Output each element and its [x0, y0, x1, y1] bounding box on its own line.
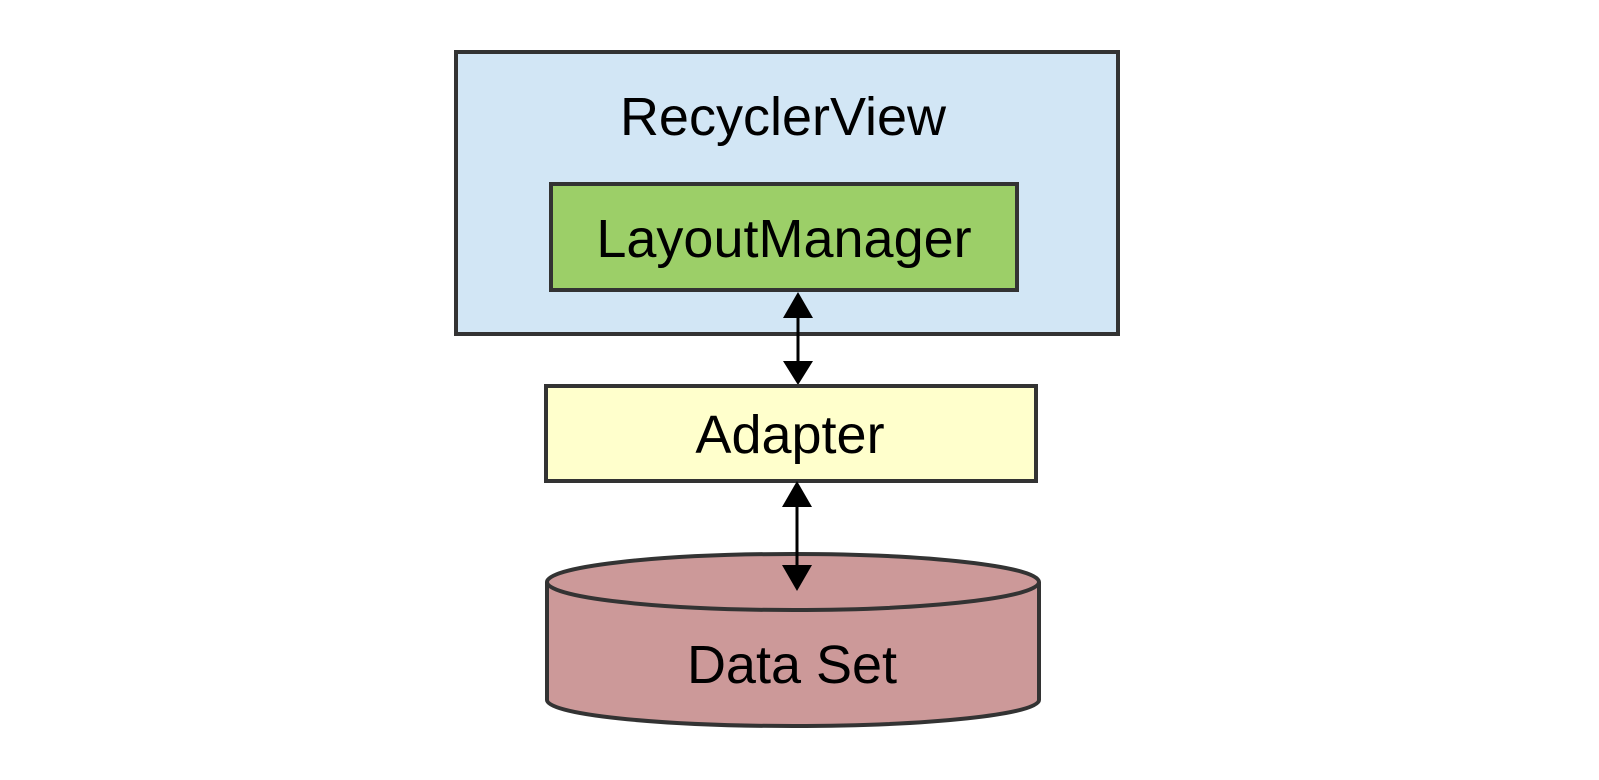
adapter-label: Adapter	[695, 405, 884, 465]
recyclerview-label: RecyclerView	[620, 87, 947, 147]
layoutmanager-node: LayoutManager	[549, 182, 1019, 292]
layoutmanager-box	[549, 182, 1019, 292]
dataset-label: Data Set	[687, 635, 897, 695]
adapter-node: Adapter	[544, 384, 1038, 483]
adapter-box	[544, 384, 1038, 483]
layoutmanager-label: LayoutManager	[596, 209, 971, 269]
edge-layoutmanager-adapter	[783, 292, 813, 385]
arrow-head-down	[782, 565, 812, 591]
arrow-head-down	[783, 361, 813, 385]
arrow-head-up	[782, 481, 812, 507]
dataset-cylinder-body	[545, 582, 1041, 728]
edge-adapter-dataset	[782, 481, 812, 591]
arrow-head-up	[783, 292, 813, 318]
